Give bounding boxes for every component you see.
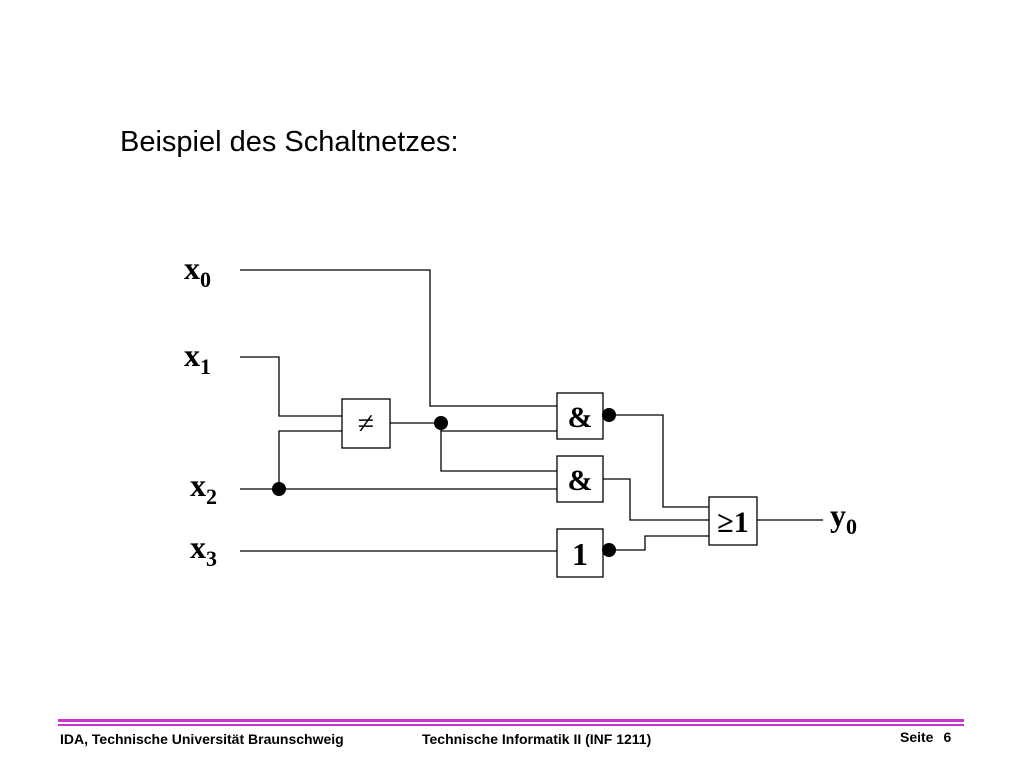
label-x2: x2 xyxy=(190,467,217,509)
gate-and-top: & xyxy=(556,392,604,440)
label-x3: x3 xyxy=(190,529,217,571)
gate-and-bottom-symbol: & xyxy=(568,464,593,497)
wire-x2-branch xyxy=(278,430,342,489)
gate-and-top-symbol: & xyxy=(568,401,593,434)
negation-identity xyxy=(602,543,616,557)
slide-title: Beispiel des Schaltnetzes: xyxy=(120,126,459,158)
footer-rule-bottom xyxy=(58,724,964,726)
gate-identity: 1 xyxy=(556,528,604,578)
footer-institution: IDA, Technische Universität Braunschweig xyxy=(60,731,344,747)
footer-page-number: 6 xyxy=(943,729,952,745)
wire-xor-to-and2 xyxy=(440,431,557,472)
wire-xor-to-and1 xyxy=(440,423,557,432)
gate-identity-symbol: 1 xyxy=(572,536,588,572)
gate-and-bottom: & xyxy=(556,455,604,503)
label-x0: x0 xyxy=(184,250,211,292)
footer-page-indicator: Seite 6 xyxy=(900,729,951,745)
footer-page-label: Seite xyxy=(900,729,934,745)
gate-xor-symbol: ≠ xyxy=(358,407,374,440)
wire-x1 xyxy=(240,356,342,417)
circuit-diagram: ≠ & & 1 ≥1 x0 x1 x2 x3 y0 xyxy=(184,250,857,578)
wires xyxy=(240,269,823,552)
signal-labels: x0 x1 x2 x3 y0 xyxy=(184,250,857,571)
junction-x2 xyxy=(272,482,286,496)
gate-xor: ≠ xyxy=(341,398,391,449)
wire-and2-out xyxy=(603,478,709,521)
negation-and-top xyxy=(602,408,616,422)
junctions xyxy=(272,408,616,557)
label-y0: y0 xyxy=(830,497,857,539)
wire-and1-out xyxy=(614,414,709,508)
footer-rule-top xyxy=(58,719,964,722)
footer-course: Technische Informatik II (INF 1211) xyxy=(422,731,652,747)
wire-id-out xyxy=(614,535,709,551)
gate-or: ≥1 xyxy=(708,496,758,546)
junction-xor-out xyxy=(434,416,448,430)
label-x1: x1 xyxy=(184,337,211,379)
wire-x0 xyxy=(240,269,557,407)
gate-or-symbol: ≥1 xyxy=(717,506,748,539)
